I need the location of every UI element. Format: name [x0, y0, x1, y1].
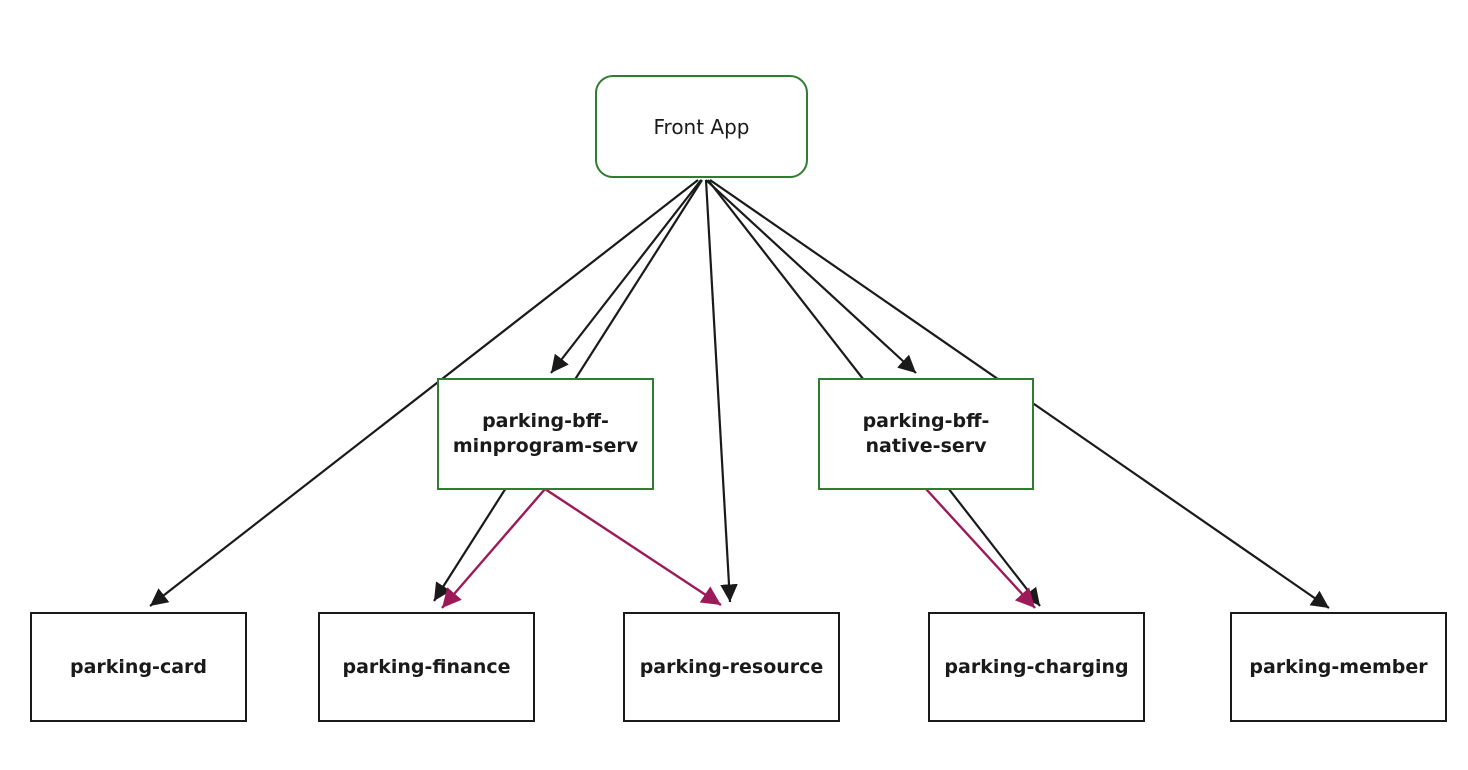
edge-frontapp-to-bff-minprogram	[550, 179, 702, 374]
node-parking-charging: parking-charging	[928, 612, 1145, 722]
edge-frontapp-to-bff-native	[705, 179, 917, 374]
edge-bff-native-to-parking-charging	[925, 488, 1036, 609]
node-parking-bff-native-serv-label: parking-bff-native-serv	[862, 410, 990, 457]
node-parking-resource-label: parking-resource	[639, 655, 824, 678]
edge-bff-minprogram-to-parking-finance	[441, 488, 546, 609]
node-front-app-label: Front App	[653, 114, 750, 139]
node-parking-finance-label: parking-finance	[342, 655, 511, 678]
node-parking-resource: parking-resource	[623, 612, 840, 722]
node-parking-bff-minprogram-serv: parking-bff-minprogram-serv	[437, 378, 654, 490]
node-parking-member-label: parking-member	[1249, 655, 1428, 678]
node-front-app: Front App	[595, 75, 808, 178]
node-parking-finance: parking-finance	[318, 612, 535, 722]
edge-frontapp-to-parking-card	[149, 179, 699, 607]
node-parking-member: parking-member	[1230, 612, 1447, 722]
node-parking-card-label: parking-card	[69, 655, 207, 678]
node-parking-bff-minprogram-serv-label: parking-bff-minprogram-serv	[452, 410, 639, 457]
edge-frontapp-to-parking-resource	[704, 179, 738, 603]
edge-bff-minprogram-to-parking-resource	[544, 487, 722, 607]
node-parking-card: parking-card	[30, 612, 247, 722]
node-parking-bff-native-serv: parking-bff-native-serv	[818, 378, 1034, 490]
node-parking-charging-label: parking-charging	[944, 655, 1129, 678]
